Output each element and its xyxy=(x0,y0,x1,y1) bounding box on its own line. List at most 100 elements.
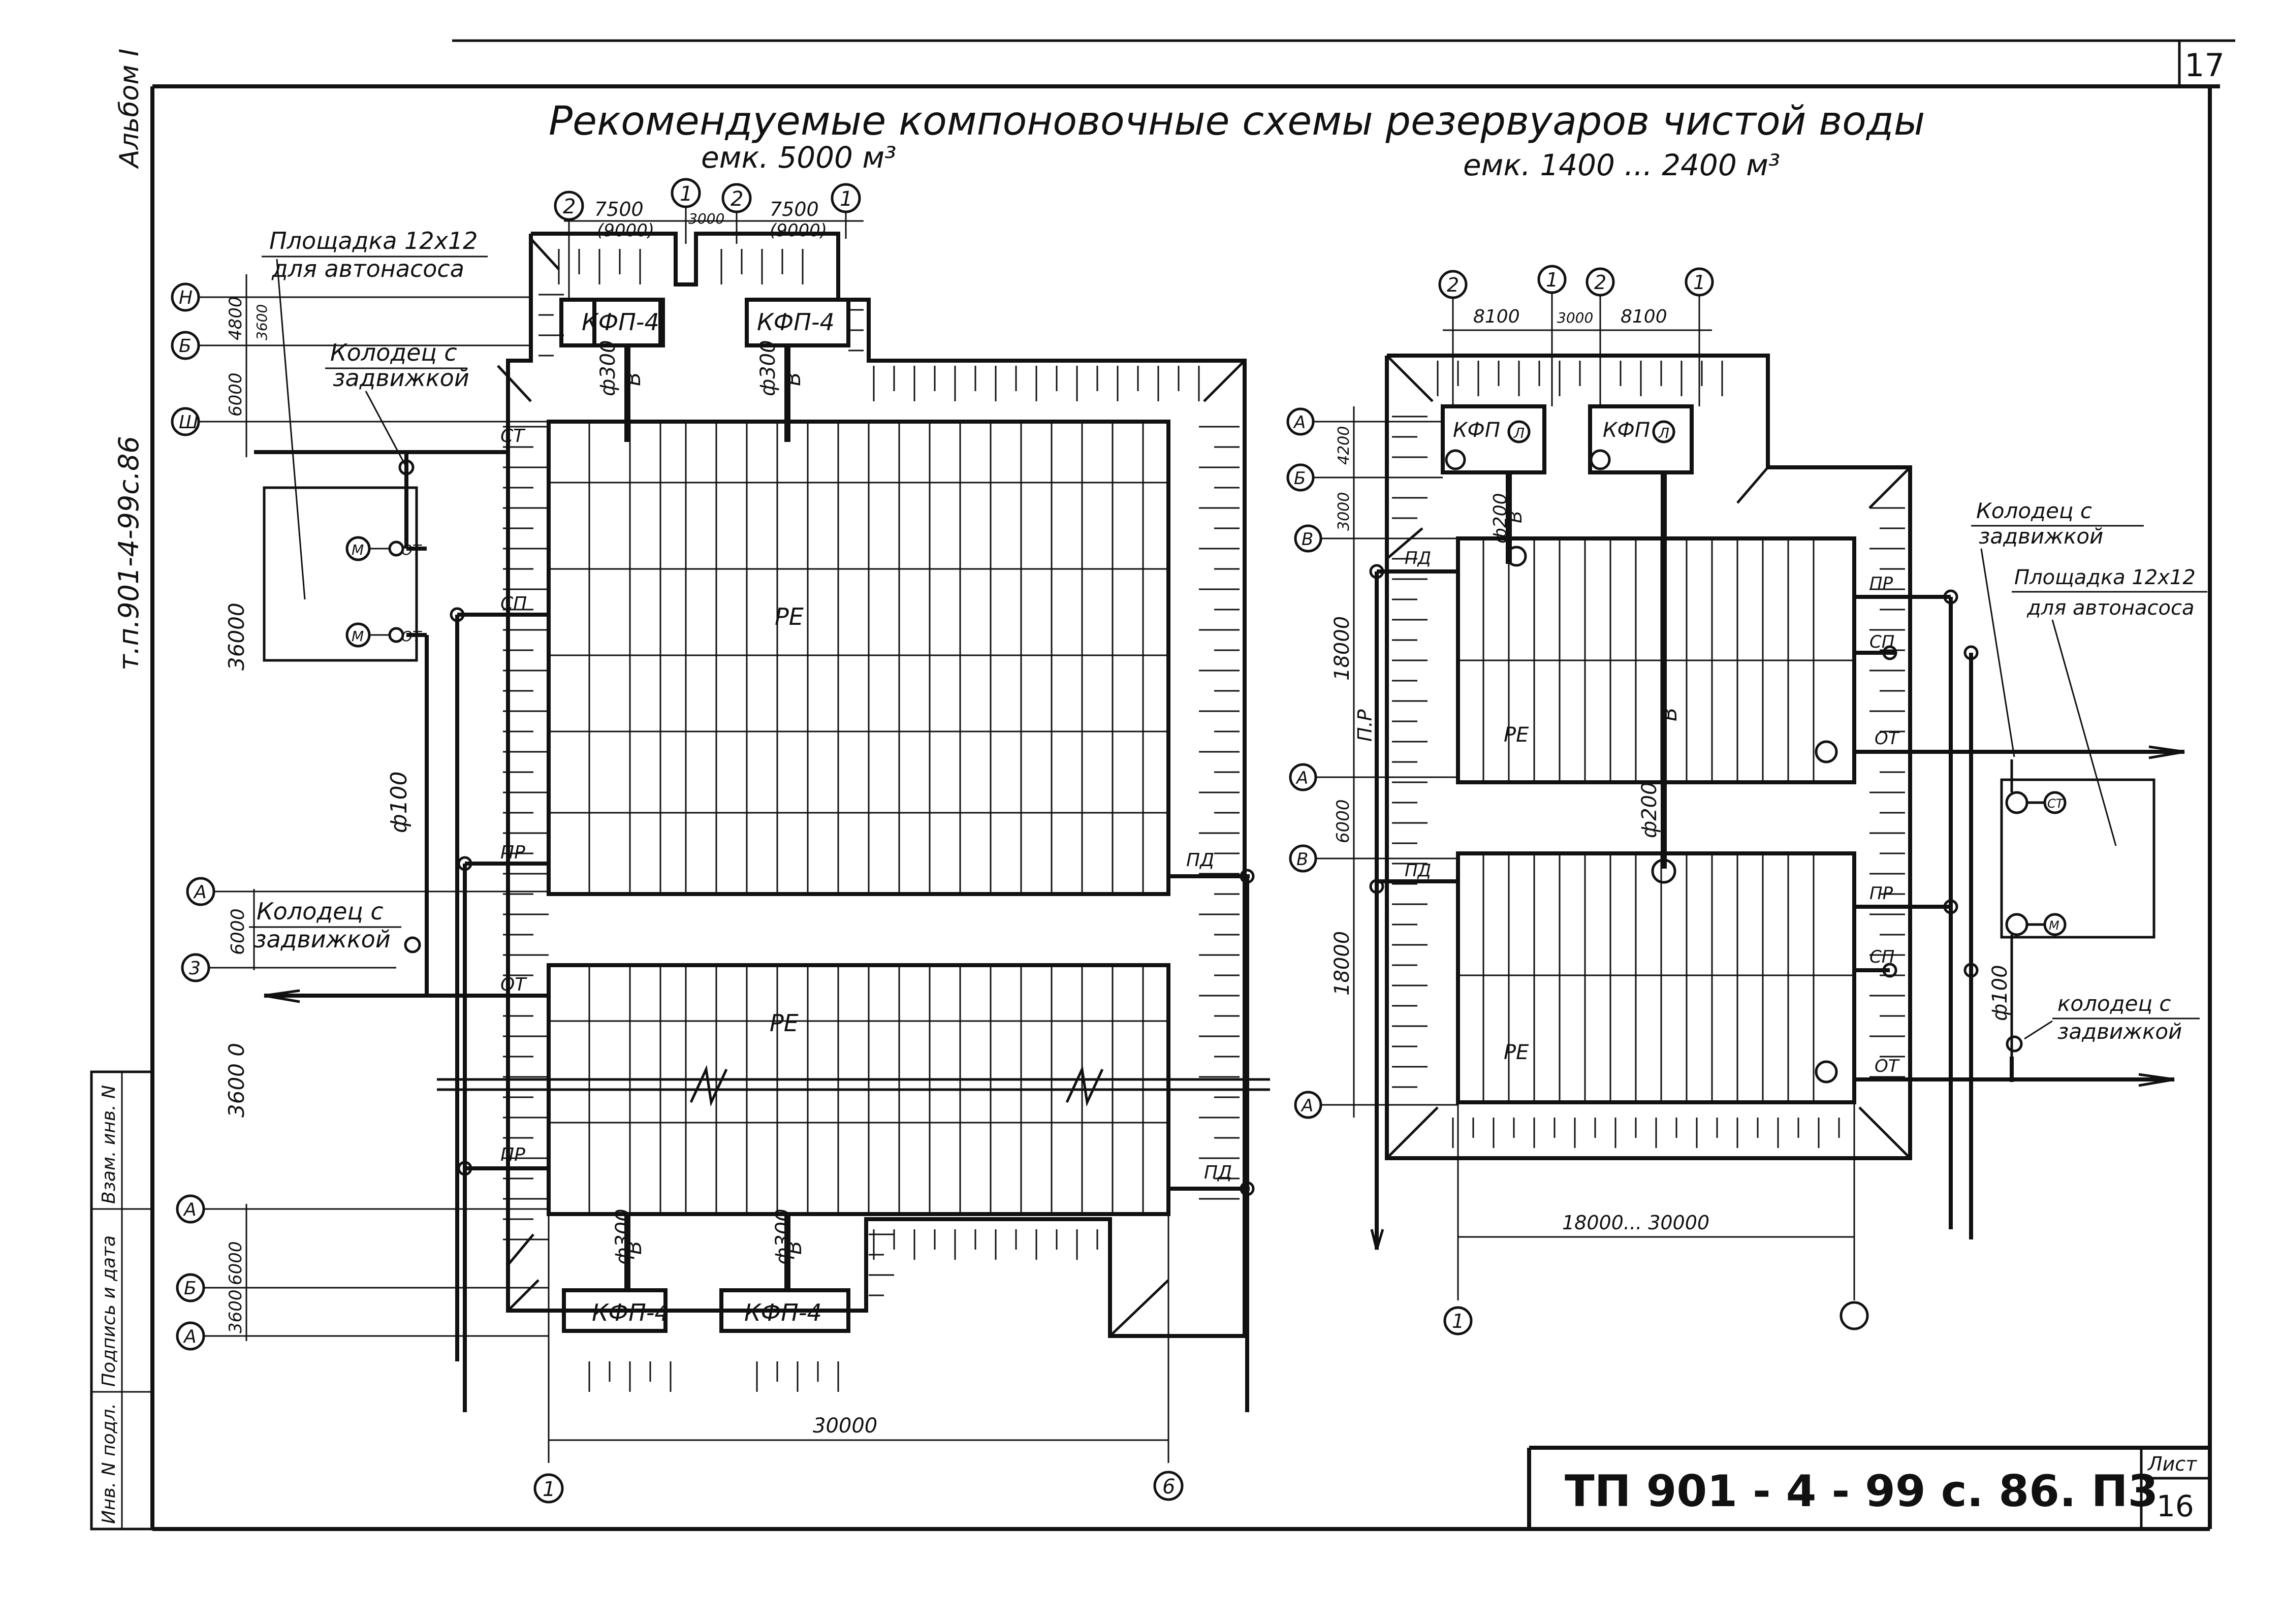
right-code-sp-1: СП xyxy=(1869,632,1894,652)
left-break-lines xyxy=(437,1078,1270,1091)
left-code-ot: ОТ xyxy=(500,974,527,995)
right-pipe-main-1-letter: В xyxy=(1505,511,1526,523)
left-scheme: КФП-4 КФП-4 ф300 В ф300 В РЕ РЕ КФП-4 КФ… xyxy=(171,178,1270,1504)
left-code-pr-1: ПР xyxy=(500,842,525,863)
left-axis-l-7: Б xyxy=(184,1278,197,1299)
right-span-lower: 18000 xyxy=(1330,931,1354,996)
right-bottom-dim xyxy=(1457,1102,1855,1300)
left-code-pipes xyxy=(264,613,1250,1191)
right-axis-l-6: А xyxy=(1301,1096,1313,1116)
stamp-sign-label: Подпись и дата xyxy=(99,1235,119,1387)
left-axis-top-3: 2 xyxy=(731,187,743,211)
right-axis-top: 2 1 2 1 xyxy=(1438,265,1714,406)
left-axis-l-1: Н xyxy=(179,288,193,308)
sheet-frame xyxy=(90,39,2235,1531)
left-pipe-bottom-2-dia: ф300 xyxy=(772,1208,795,1265)
right-subtitle: емк. 1400 ... 2400 м³ xyxy=(1463,148,1780,182)
left-kfp-top-1-label: КФП-4 xyxy=(582,308,659,336)
left-axis-l-5: 3 xyxy=(189,958,201,979)
left-axis-bottom-1: 1 xyxy=(543,1478,555,1501)
left-kfp-bottom-2-label: КФП-4 xyxy=(744,1299,822,1326)
left-ot-label-a: ОТ xyxy=(401,542,422,558)
left-pipe-bottom-2-letter: В xyxy=(783,1241,806,1255)
right-kfp-1-label: КФП xyxy=(1453,419,1500,442)
left-axis-top: 2 1 2 1 xyxy=(554,178,864,300)
right-pipe-main-1-dia: ф200 xyxy=(1490,493,1511,544)
right-axis-l-2: Б xyxy=(1294,468,1306,489)
right-kfp-2-mark: Л xyxy=(1658,425,1669,441)
right-pipe-main-2-dia: ф200 xyxy=(1638,782,1661,838)
right-pipe-main-2-letter: В xyxy=(1658,708,1682,721)
sheet-title: Рекомендуемые компоновочные схемы резерв… xyxy=(549,99,1925,144)
stamp-sheet-number: 16 xyxy=(2157,1489,2194,1523)
right-out-arrows xyxy=(2138,745,2185,1087)
stamp-sheet-label: Лист xyxy=(2147,1453,2198,1475)
left-axis-l-4: А xyxy=(193,882,207,903)
right-span-6000: 6000 xyxy=(1333,799,1353,843)
left-platform-label-1: Площадка 12х12 xyxy=(269,227,478,254)
right-code-pd-2: ПД xyxy=(1405,861,1431,881)
right-axis-l-4: А xyxy=(1295,768,1308,788)
left-side-dim-b1: 6000 xyxy=(226,1241,246,1285)
left-well-bottom-label-2: задвижкой xyxy=(254,926,391,953)
left-axis-top-1: 2 xyxy=(563,195,576,218)
left-bottom-dim-label: 30000 xyxy=(813,1414,877,1438)
left-top-slope-hatch xyxy=(558,249,1200,401)
right-code-pr-1: ПР xyxy=(1869,574,1893,594)
left-well-label-1: Колодец с xyxy=(330,339,457,366)
left-pipe-bottom-1-dia: ф300 xyxy=(612,1208,635,1265)
left-span-6000: 6000 xyxy=(228,908,248,955)
left-tank-lower-label: РЕ xyxy=(770,1009,799,1037)
left-axis-l-8: А xyxy=(183,1326,197,1347)
left-subtitle: емк. 5000 м³ xyxy=(701,140,896,175)
right-axis-top-4: 1 xyxy=(1693,271,1705,294)
right-platform-label-1: Площадка 12х12 xyxy=(2014,566,2196,589)
left-pipe-branch: ф100 xyxy=(386,771,412,833)
left-code-pd-1: ПД xyxy=(1186,850,1214,871)
left-kfp-top-2 xyxy=(745,298,850,347)
left-side-dim-b2: 3600 xyxy=(226,1289,246,1333)
left-ot-arrow xyxy=(264,989,300,1003)
left-axis-l-2: Б xyxy=(179,336,192,357)
right-slope-hatch xyxy=(1392,361,1905,1148)
right-code-ot-2: ОТ xyxy=(1875,1056,1900,1076)
right-tank-lower xyxy=(1456,851,1856,1104)
right-well-top-1: Колодец с xyxy=(1976,498,2092,523)
right-risers xyxy=(1375,571,2014,1250)
left-axis-l-3: Ш xyxy=(179,412,199,433)
left-kfp-top-1b xyxy=(559,298,665,347)
left-kfp-bottom-1-label: КФП-4 xyxy=(592,1299,670,1326)
page-number: 17 xyxy=(2184,47,2225,84)
album-label: Альбом I xyxy=(114,49,145,169)
right-side-dim-1: 4200 xyxy=(1335,426,1353,465)
left-tank-upper-label: РЕ xyxy=(775,603,804,630)
left-service-pipes xyxy=(254,450,508,996)
left-tank-upper xyxy=(547,420,1170,896)
right-axis-bottom-1: 1 xyxy=(1452,1310,1464,1332)
left-side-dim-3: 6000 xyxy=(226,372,246,417)
left-embankment-outline xyxy=(506,232,1247,1338)
left-axis-left: Н Б Ш А 3 А Б А xyxy=(171,274,549,1351)
right-m-code: М xyxy=(2049,918,2059,933)
right-axis-top-2: 1 xyxy=(1546,269,1558,291)
left-dim-top-5: (9000) xyxy=(770,220,827,241)
series-code-vertical: т.п.901-4-99с.86 xyxy=(113,436,145,671)
right-platform-links xyxy=(2010,759,2045,1079)
left-axis-top-4: 1 xyxy=(840,187,852,211)
right-kfp-1 xyxy=(1441,404,1546,474)
stamp-replace-label: Взам. инв. N xyxy=(99,1085,119,1204)
left-dim-top-2: (9000) xyxy=(597,220,654,241)
left-pipe-top-1-dia: ф300 xyxy=(596,340,620,396)
left-code-sp: СП xyxy=(500,593,527,614)
left-dim-top-3: 3000 xyxy=(688,210,724,227)
stamp-code: ТП 901 - 4 - 99 с. 86. П3 xyxy=(1565,1466,2158,1517)
right-pipe-branch: ф100 xyxy=(1988,965,2012,1021)
left-break-marks xyxy=(689,1065,1104,1107)
left-side-dim-1: 4800 xyxy=(226,296,246,340)
left-code-st: СТ xyxy=(500,426,526,447)
left-dim-top-4: 7500 xyxy=(770,198,819,220)
right-well-bottom-2: задвижкой xyxy=(2057,1019,2182,1044)
right-axis-l-5: В xyxy=(1296,849,1308,870)
right-inlet-arrow xyxy=(1370,1229,1384,1250)
right-kfp-2-label: КФП xyxy=(1603,419,1650,442)
